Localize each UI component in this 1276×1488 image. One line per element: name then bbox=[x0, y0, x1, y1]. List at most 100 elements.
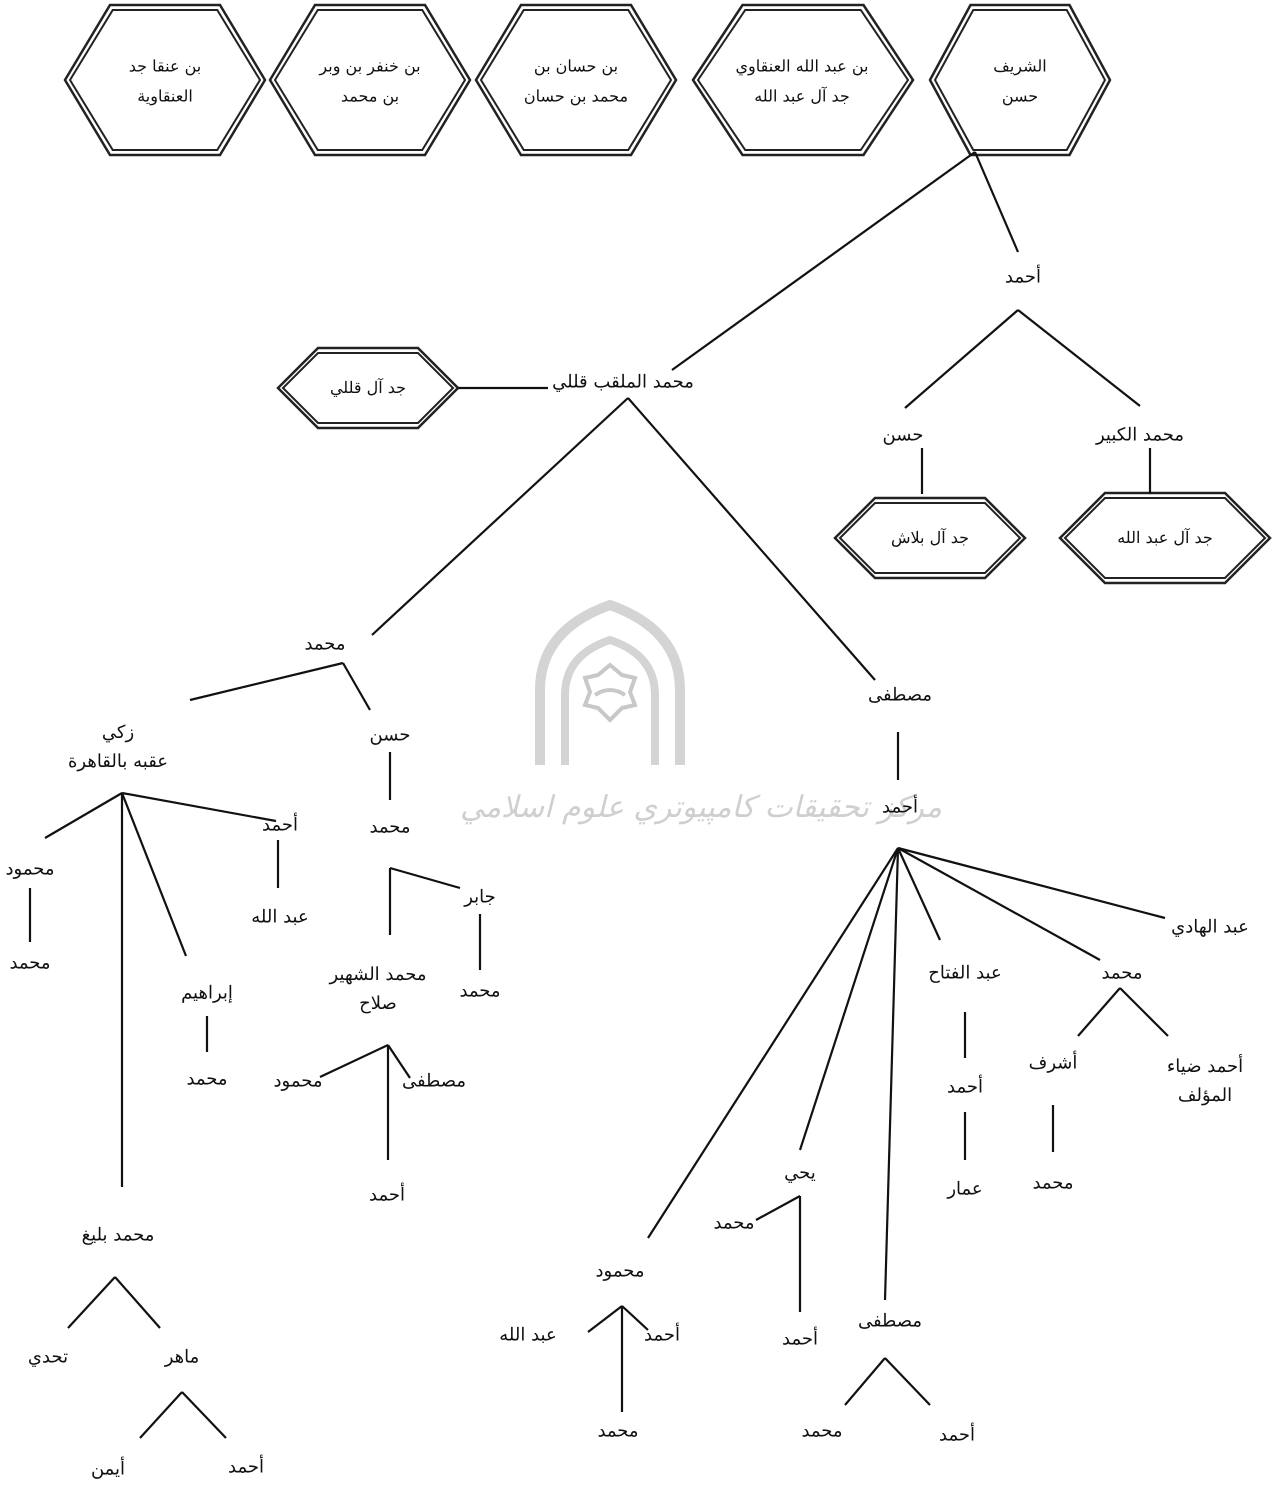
connector-line bbox=[904, 309, 1019, 409]
connector-line bbox=[181, 1391, 227, 1439]
watermark-text: مركز تحقيقات كامپيوتري علوم اسلامي bbox=[460, 790, 942, 825]
header-hexagon-3 bbox=[474, 3, 678, 157]
node-salah-line1: محمد الشهير bbox=[329, 964, 427, 986]
header-box-5-line2: العنقاوية bbox=[137, 87, 193, 106]
node-ahmad-top: أحمد bbox=[1005, 266, 1041, 288]
node-ahmad-mahir: أحمد bbox=[228, 1456, 264, 1478]
header-box-2-line1: بن عبد الله العنقاوي bbox=[735, 56, 869, 76]
node-muhammad-left: محمد bbox=[304, 633, 346, 655]
connector-line bbox=[844, 1357, 886, 1406]
node-muhammad-ibrahim: محمد bbox=[186, 1068, 228, 1090]
connector-line bbox=[896, 847, 942, 941]
connector-line bbox=[798, 847, 900, 1151]
node-mahir: ماهر bbox=[164, 1346, 200, 1368]
connector-line bbox=[189, 661, 344, 702]
connector-line bbox=[114, 1276, 161, 1329]
watermark-logo bbox=[530, 599, 690, 770]
connector-line bbox=[671, 151, 976, 371]
connector-line bbox=[387, 1044, 411, 1079]
node-mustafa-bottom: مصطفى bbox=[857, 1310, 923, 1332]
node-ahmad-diya-line2: المؤلف bbox=[1177, 1085, 1233, 1106]
node-ahmad-bottom: أحمد bbox=[644, 1324, 680, 1346]
header-box-1-line1: الشريف bbox=[993, 56, 1047, 76]
connector-line bbox=[44, 792, 123, 839]
connector-line bbox=[389, 866, 461, 890]
node-muhammad-ashraf: محمد bbox=[1032, 1172, 1074, 1194]
header-box-2-line2: جد آل عبد الله bbox=[754, 87, 850, 106]
connector-line bbox=[755, 1195, 801, 1221]
node-zaki: زكي عقبه بالقاهرة bbox=[68, 719, 168, 777]
node-ahmad-diya: أحمد ضياء المؤلف bbox=[1167, 1053, 1243, 1111]
header-box-4-line1: بن خنفر بن وبر bbox=[319, 56, 421, 76]
node-abd-alhadi: عبد الهادي bbox=[1171, 916, 1249, 938]
node-ahmad-fattah: أحمد bbox=[947, 1076, 983, 1098]
node-mustafa: مصطفى bbox=[867, 684, 933, 706]
header-box-1-line2: حسن bbox=[1001, 87, 1039, 106]
node-jabir: جابر bbox=[464, 886, 496, 908]
header-box-3-line1: بن حسان بن bbox=[533, 56, 619, 76]
connector-line bbox=[1017, 309, 1141, 407]
header-box-2: بن عبد الله العنقاوي جد آل عبد الله bbox=[736, 52, 869, 113]
node-salah-line2: صلاح bbox=[359, 993, 397, 1014]
node-muhammad-bottom: محمد bbox=[597, 1420, 639, 1442]
header-box-3: بن حسان بن محمد بن حسان bbox=[524, 52, 628, 113]
node-ahmad-yahya: أحمد bbox=[782, 1328, 818, 1350]
connector-line bbox=[621, 1305, 649, 1331]
node-mahmud-zaki: محمود bbox=[5, 858, 55, 880]
node-zaki-line1: زكي bbox=[101, 722, 135, 744]
connector-line bbox=[627, 397, 876, 681]
connector-line bbox=[883, 847, 900, 1301]
header-box-5-line1: بن عنقا جد bbox=[128, 56, 202, 76]
connector-line bbox=[647, 847, 899, 1239]
connector-line bbox=[897, 847, 1101, 961]
node-muhammad-hasan: محمد bbox=[369, 816, 411, 838]
header-hexagon-4 bbox=[268, 3, 472, 157]
node-mahmud-salah: محمود bbox=[273, 1070, 323, 1092]
header-box-5: بن عنقا جد العنقاوية bbox=[129, 52, 201, 113]
node-yahya: يحي bbox=[784, 1162, 816, 1184]
connector-line bbox=[973, 151, 1020, 253]
header-box-1: الشريف حسن bbox=[993, 52, 1046, 113]
node-muhammad-jabir: محمد bbox=[459, 980, 501, 1002]
side-box-balash: جد آل بلاش bbox=[890, 527, 970, 547]
node-muhammad-baligh: محمد بليغ bbox=[81, 1224, 155, 1246]
node-muhammad-qalli: محمد الملقب قللي bbox=[552, 371, 694, 393]
side-box-qalli: جد آل قللي bbox=[329, 377, 407, 397]
side-hexagon-abdullah bbox=[1058, 491, 1272, 585]
node-muhammad-mustafa-bottom: محمد bbox=[801, 1420, 843, 1442]
node-ahmad-mustafa-bottom: أحمد bbox=[939, 1424, 975, 1446]
side-box-abdullah: جد آل عبد الله bbox=[1117, 527, 1213, 547]
node-zaki-line2: عقبه بالقاهرة bbox=[67, 751, 169, 772]
node-abdullah-zaki: عبد الله bbox=[251, 906, 309, 928]
header-hexagon-2 bbox=[691, 3, 915, 157]
connector-line bbox=[897, 846, 1166, 920]
connector-line bbox=[884, 1357, 931, 1406]
node-muhammad-salah: محمد الشهير صلاح bbox=[329, 961, 426, 1019]
node-ammar: عمار bbox=[947, 1178, 983, 1200]
node-abd-alfattah: عبد الفتاح bbox=[928, 962, 1002, 984]
node-muhammad-middle: محمد bbox=[1101, 962, 1143, 984]
node-mahmud-bottom: محمود bbox=[595, 1260, 645, 1282]
node-muhammad-kabir: محمد الكبير bbox=[1095, 424, 1185, 446]
node-muhammad-yahya: محمد bbox=[713, 1212, 755, 1234]
node-tahdi: تحدي bbox=[27, 1346, 69, 1368]
header-hexagon-5 bbox=[63, 3, 267, 157]
connector-line bbox=[120, 792, 188, 957]
connector-line bbox=[371, 397, 629, 636]
side-hexagon-balash bbox=[833, 496, 1027, 580]
connector-line bbox=[1119, 987, 1169, 1037]
node-ibrahim: إبراهيم bbox=[181, 982, 233, 1004]
node-ahmad-diya-line1: أحمد ضياء bbox=[1166, 1056, 1244, 1078]
connector-line bbox=[67, 1276, 116, 1329]
connector-line bbox=[121, 791, 277, 823]
node-ahmad-zaki: أحمد bbox=[262, 814, 298, 836]
connector-line bbox=[319, 1044, 389, 1078]
node-abdullah-bottom: عبد الله bbox=[499, 1324, 557, 1346]
header-box-3-line2: محمد بن حسان bbox=[523, 87, 629, 106]
connector-line bbox=[139, 1391, 183, 1439]
header-box-4: بن خنفر بن وبر بن محمد bbox=[319, 52, 420, 113]
node-ahmad-mustafa: أحمد bbox=[882, 796, 918, 818]
header-box-4-line2: بن محمد bbox=[340, 87, 400, 106]
